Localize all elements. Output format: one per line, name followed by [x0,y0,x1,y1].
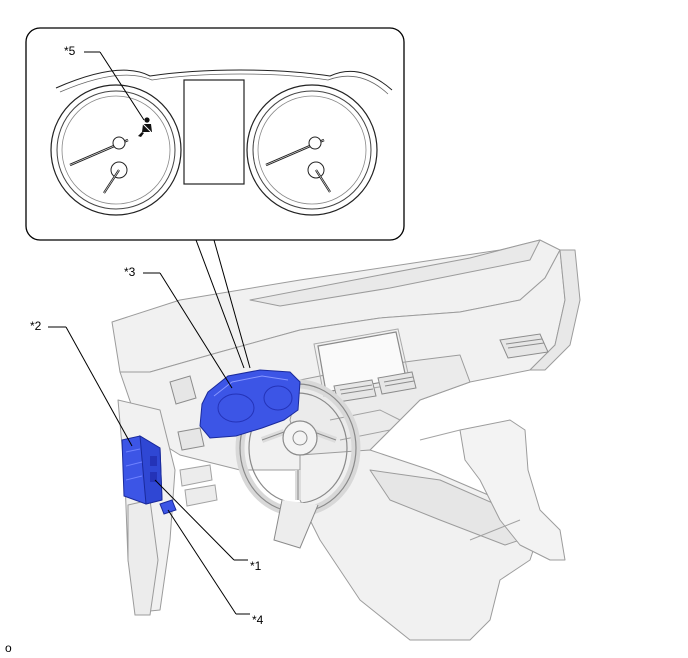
inset-leader-lines [195,239,251,369]
seatbelt-warning-icon [138,117,152,137]
cluster-center-display [183,79,245,185]
left-gauge [50,84,182,216]
instrument-cluster-inset [25,27,405,241]
callout-5-label: *5 [64,44,76,58]
callout-leader-lines [48,51,250,615]
combination-meter-highlight [199,369,301,439]
corner-mark: o [5,641,12,655]
callout-4-label: *4 [252,613,264,627]
ecu-module-highlight [121,435,163,505]
callout-3-label: *3 [124,265,136,279]
connector-highlight [159,499,177,515]
callout-2-label: *2 [30,319,42,333]
air-vents [169,333,549,451]
right-gauge [246,84,378,216]
lower-dash-details [179,409,521,541]
callout-1-label: *1 [250,559,262,573]
